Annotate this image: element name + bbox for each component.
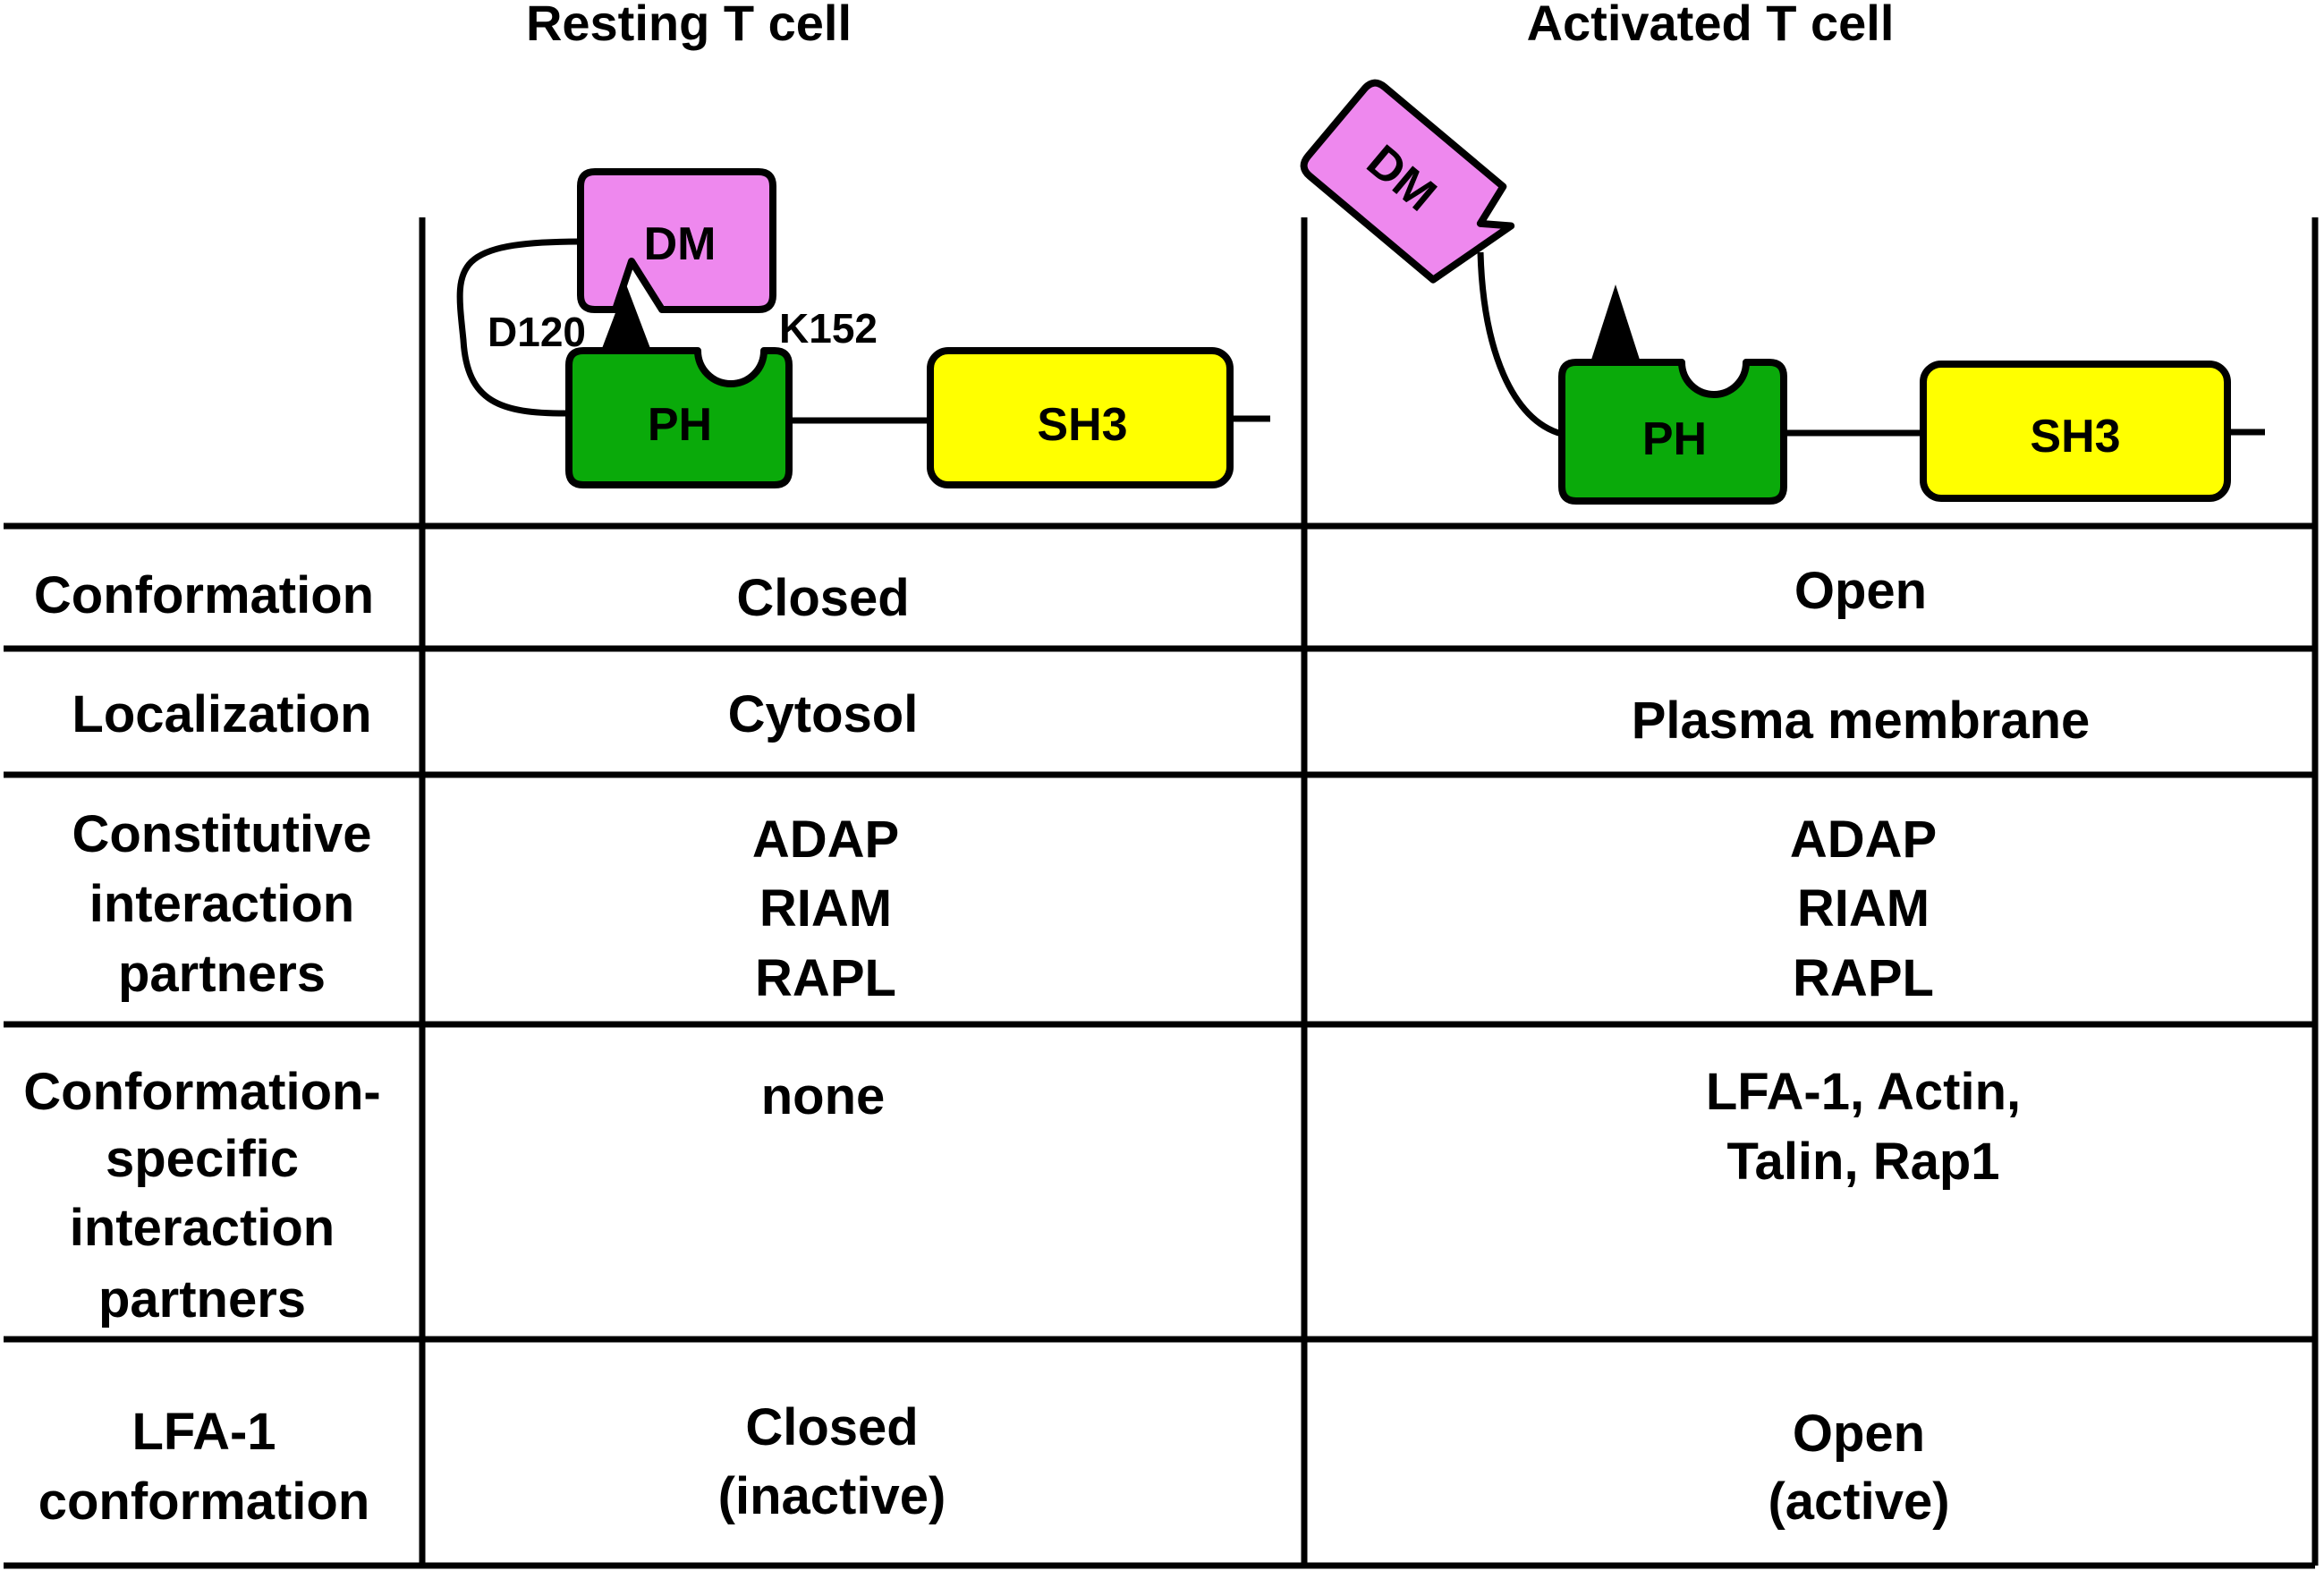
row-constitutive-resting-line1: ADAP [752, 811, 899, 869]
row-lfa1-label-line2: conformation [38, 1473, 370, 1531]
row-specific-activated-line1: LFA-1, Actin, [1706, 1063, 2021, 1121]
row-conformation-resting: Closed [736, 569, 909, 627]
row-lfa1-activated-line2: (active) [1768, 1473, 1949, 1531]
activated-dm-domain [1300, 79, 1515, 284]
table-grid [4, 217, 2319, 1569]
resting-dm-label: DM [644, 218, 717, 270]
activated-dm-domain-group: DM [1300, 79, 1515, 284]
resting-sh3-label: SH3 [1037, 399, 1127, 451]
resting-sh3-domain [927, 347, 1234, 488]
row-constitutive-activated-line3: RAPL [1793, 949, 1934, 1007]
resting-dm-domain [577, 168, 776, 313]
row-constitutive-activated-line1: ADAP [1790, 811, 1937, 869]
activated-ph-label: PH [1642, 413, 1707, 465]
activated-protein-schematic: PH DM SH3 [1300, 79, 2265, 505]
row-localization-label: Localization [72, 685, 371, 743]
row-lfa1-activated-line1: Open [1793, 1405, 1925, 1463]
activated-sh3-label: SH3 [2030, 411, 2120, 463]
row-conformation-label: Conformation [34, 566, 374, 624]
row-constitutive-label-line2: interaction [89, 875, 355, 933]
resting-d120-label: D120 [488, 309, 586, 355]
activated-dm-ph-linker [1477, 251, 1563, 437]
resting-ph-domain [565, 347, 793, 488]
activated-column-title: Activated T cell [1527, 0, 1895, 51]
row-constitutive-resting-line2: RIAM [759, 879, 892, 938]
row-localization-resting: Cytosol [728, 685, 919, 743]
row-constitutive-label-line3: partners [118, 945, 326, 1003]
row-specific-label-line2: specific [106, 1130, 299, 1188]
row-localization-activated: Plasma membrane [1632, 692, 2091, 750]
row-conformation-activated: Open [1794, 562, 1927, 620]
row-specific-label-line3: interaction [70, 1199, 335, 1257]
row-specific-resting: none [761, 1067, 886, 1125]
row-lfa1-label-line1: LFA-1 [131, 1403, 276, 1461]
row-specific-label-line4: partners [98, 1270, 306, 1329]
resting-ph-label: PH [648, 399, 712, 451]
activated-ph-domain [1558, 359, 1787, 505]
row-constitutive-label-line1: Constitutive [72, 805, 371, 863]
resting-dm-ph-linker [456, 238, 582, 417]
row-lfa1-resting-line1: Closed [745, 1398, 918, 1456]
row-constitutive-resting-line3: RAPL [755, 949, 896, 1007]
resting-protein-schematic: PH DM SH3 D120 K152 [456, 168, 1270, 488]
resting-k152-label: K152 [779, 305, 878, 352]
resting-d120-triangle [601, 284, 651, 351]
row-constitutive-activated-line2: RIAM [1797, 879, 1930, 938]
activated-d120-triangle [1590, 284, 1641, 362]
resting-column-title: Resting T cell [526, 0, 852, 51]
activated-sh3-domain [1920, 361, 2231, 502]
row-lfa1-resting-line2: (inactive) [718, 1467, 946, 1525]
row-specific-activated-line2: Talin, Rap1 [1726, 1133, 1999, 1191]
row-specific-label-line1: Conformation- [23, 1063, 381, 1121]
